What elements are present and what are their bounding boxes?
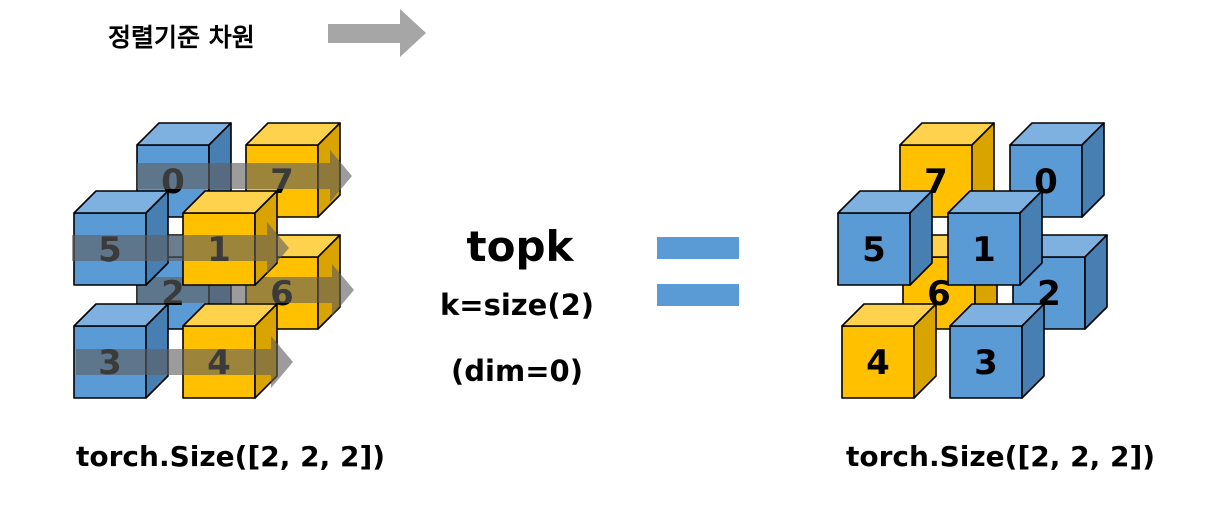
operation-k-param: k=size(2) xyxy=(439,288,595,322)
operation-name: topk xyxy=(466,222,574,271)
equals-sign-top-bar xyxy=(657,237,739,259)
cube-label: 3 xyxy=(974,343,998,383)
sort-arrow-icon xyxy=(72,222,289,274)
sort-arrow-icon xyxy=(137,150,352,202)
cube-label: 1 xyxy=(972,230,996,270)
cube-label: 4 xyxy=(866,343,890,383)
cube-label: 5 xyxy=(862,230,886,270)
operation-dim-param: (dim=0) xyxy=(451,354,583,388)
sort-dimension-label: 정렬기준 차원 xyxy=(108,23,255,52)
equals-sign-bottom-bar xyxy=(657,284,739,306)
right-cube: 5 xyxy=(837,190,933,286)
input-tensor-size: torch.Size([2, 2, 2]) xyxy=(76,440,386,473)
right-cube: 3 xyxy=(949,303,1045,399)
output-tensor-size: torch.Size([2, 2, 2]) xyxy=(846,440,1156,473)
direction-arrow-icon xyxy=(328,9,426,57)
right-cube: 1 xyxy=(947,190,1043,286)
right-cube: 4 xyxy=(841,303,937,399)
sort-arrow-icon xyxy=(76,336,293,388)
